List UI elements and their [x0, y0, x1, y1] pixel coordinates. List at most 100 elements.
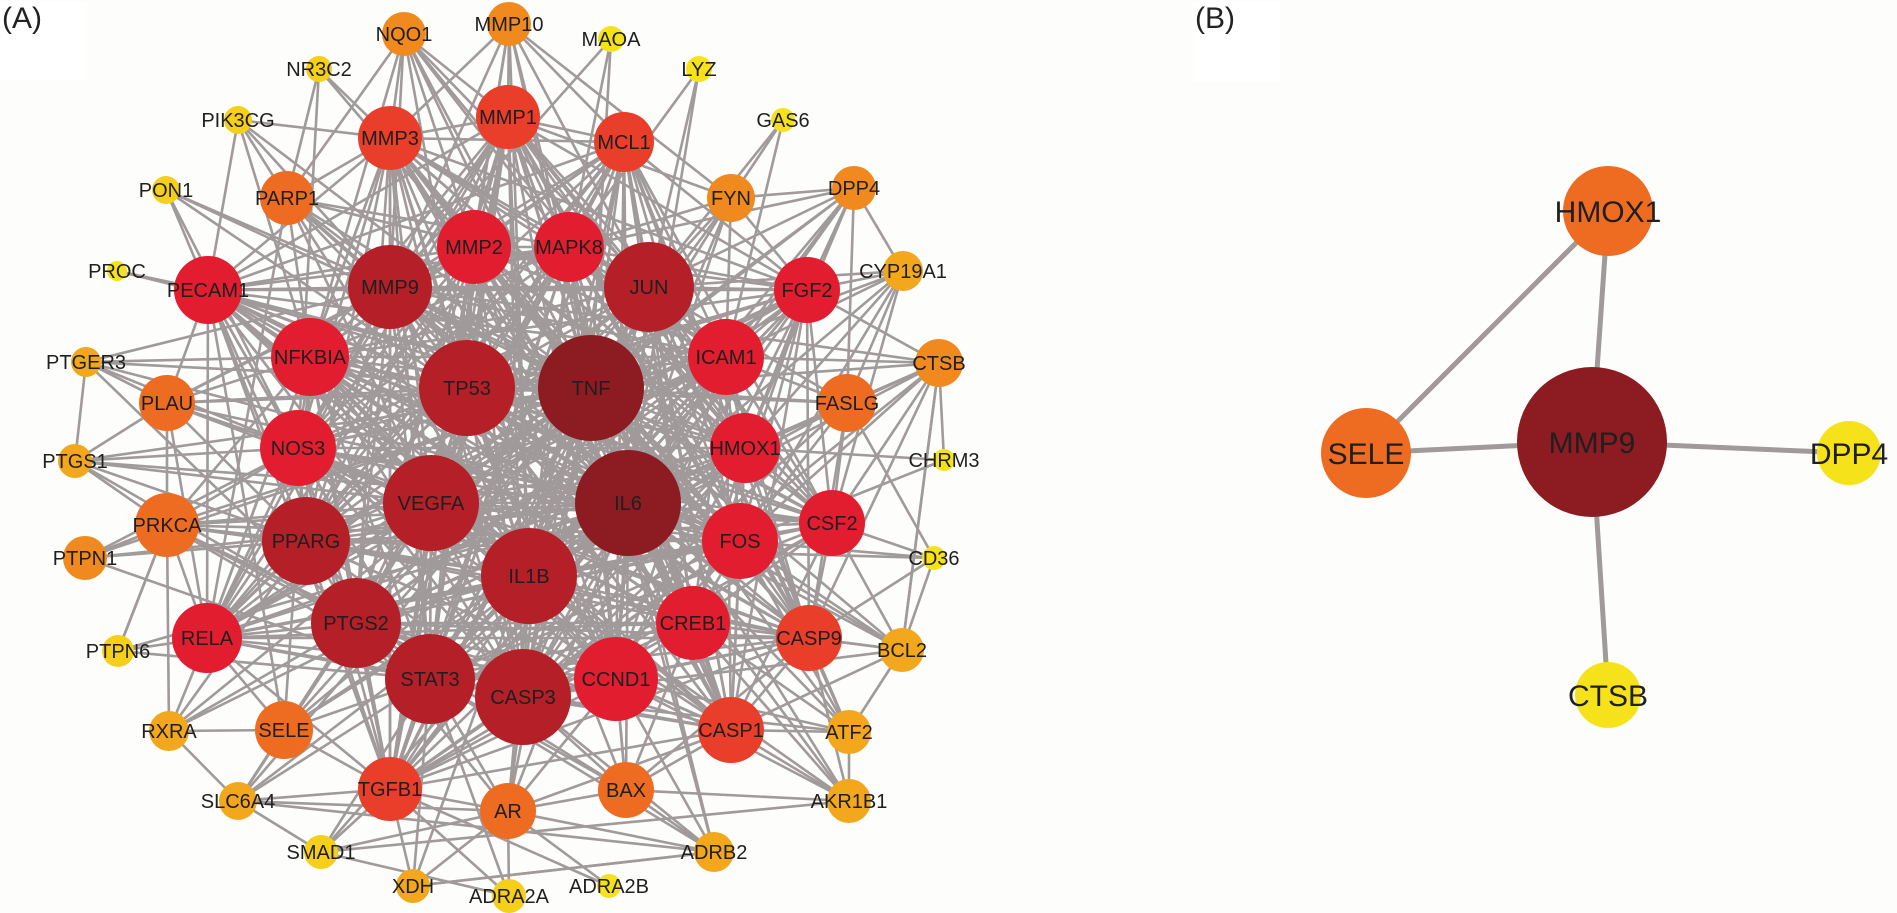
panel-a-node-proc[interactable]: PROC: [88, 261, 146, 283]
panel-a-node-casp1[interactable]: CASP1: [698, 697, 764, 763]
edge-xdh-adrb2: [412, 850, 715, 888]
node-circle: [396, 869, 430, 903]
panel-a-node-icam1[interactable]: ICAM1: [688, 319, 764, 395]
panel-a-node-nos3[interactable]: NOS3: [260, 410, 336, 486]
panel-a-node-mmp2[interactable]: MMP2: [437, 210, 511, 284]
node-label: PLAU: [141, 393, 193, 415]
panel-a-node-adrb2[interactable]: ADRB2: [681, 832, 748, 872]
panel-a-node-ptpn6[interactable]: PTPN6: [86, 635, 150, 667]
node-circle: [915, 339, 963, 387]
panel-a-node-mmp1[interactable]: MMP1: [476, 85, 540, 149]
node-label: HMOX1: [709, 438, 780, 460]
node-label: CSF2: [806, 513, 857, 535]
panel-a-node-ptgs2[interactable]: PTGS2: [311, 578, 401, 668]
node-label: ATF2: [825, 722, 872, 744]
edge-rxra-prkca: [165, 524, 171, 732]
panel-a-node-tnf[interactable]: TNF: [538, 335, 644, 441]
panel-a-node-jun[interactable]: JUN: [604, 242, 694, 332]
edge-mmp10-mmp9: [388, 23, 511, 288]
node-circle: [255, 701, 313, 759]
panel-a-node-ptpn1[interactable]: PTPN1: [53, 536, 117, 580]
panel-b-node-ctsb[interactable]: CTSB: [1568, 662, 1648, 728]
panel-a-node-gas6[interactable]: GAS6: [756, 108, 810, 132]
edge-sele-tnf: [283, 387, 592, 731]
node-label: NQO1: [376, 24, 433, 46]
panel-b-node-sele[interactable]: SELE: [1321, 408, 1411, 498]
edge-nqo1-jun: [403, 33, 650, 288]
node-circle: [149, 711, 189, 751]
panel-a-node-ar[interactable]: AR: [480, 783, 536, 839]
panel-a-node-pik3cg[interactable]: PIK3CG: [201, 106, 275, 134]
panel-a-node-sele[interactable]: SELE: [255, 701, 313, 759]
panel-b-node-dpp4[interactable]: DPP4: [1810, 421, 1888, 485]
panel-a-node-mmp9[interactable]: MMP9: [348, 245, 432, 329]
panel-a-node-hmox1[interactable]: HMOX1: [709, 413, 781, 483]
panel-a-node-adra2b[interactable]: ADRA2B: [569, 874, 649, 898]
edge-pon1-il6: [165, 188, 629, 505]
panel-a-node-dpp4[interactable]: DPP4: [828, 166, 880, 210]
panel-a-node-atf2[interactable]: ATF2: [825, 710, 873, 754]
panel-a-node-lyz[interactable]: LYZ: [681, 56, 717, 82]
panel-a-node-akr1b1[interactable]: AKR1B1: [811, 779, 888, 823]
panel-a-node-fos[interactable]: FOS: [702, 503, 778, 579]
panel-a-node-pecam1[interactable]: PECAM1: [167, 256, 249, 324]
panel-a-node-parp1[interactable]: PARP1: [255, 171, 319, 225]
node-circle: [260, 410, 336, 486]
node-circle: [382, 12, 426, 56]
panel-a-node-plau[interactable]: PLAU: [139, 375, 195, 431]
panel-a-node-chrm3[interactable]: CHRM3: [908, 449, 980, 472]
panel-a-node-pon1[interactable]: PON1: [139, 176, 193, 204]
edge-parp1-rela: [205, 197, 289, 639]
panel-a-node-mapk8[interactable]: MAPK8: [534, 212, 604, 282]
panel-a-node-ctsb[interactable]: CTSB: [912, 339, 966, 387]
edge-faslg-il1b: [528, 401, 848, 578]
panel-a-node-rela[interactable]: RELA: [172, 603, 242, 673]
panel-a-node-ptgs1[interactable]: PTGS1: [42, 444, 108, 478]
panel-a-node-ccnd1[interactable]: CCND1: [574, 637, 658, 721]
node-label: GAS6: [756, 110, 809, 132]
panel-a-node-xdh[interactable]: XDH: [392, 869, 434, 903]
edge-faslg-tp53: [466, 386, 848, 405]
panel-a-node-bcl2[interactable]: BCL2: [877, 628, 927, 672]
panel-a-node-mmp3[interactable]: MMP3: [358, 106, 422, 170]
panel-a-node-casp3[interactable]: CASP3: [475, 649, 571, 745]
panel-a-node-mmp10[interactable]: MMP10: [475, 2, 544, 46]
node-circle: [139, 375, 195, 431]
panel-a-node-smad1[interactable]: SMAD1: [287, 835, 356, 869]
panel-a-node-rxra[interactable]: RXRA: [141, 711, 197, 751]
edge-akr1b1-creb1: [692, 622, 850, 802]
panel-a-node-tp53[interactable]: TP53: [419, 340, 515, 436]
panel-a-node-stat3[interactable]: STAT3: [385, 634, 475, 724]
panel-a-node-prkca[interactable]: PRKCA: [133, 493, 203, 557]
panel-a-node-fyn[interactable]: FYN: [707, 174, 755, 222]
panel-a-node-mcl1[interactable]: MCL1: [594, 112, 654, 172]
node-circle: [487, 2, 531, 46]
panel-a-node-casp9[interactable]: CASP9: [776, 605, 842, 671]
panel-a-node-pparg[interactable]: PPARG: [262, 497, 350, 585]
panel-b-node-mmp9[interactable]: MMP9: [1517, 367, 1667, 517]
panel-a-node-ptger3[interactable]: PTGER3: [46, 347, 126, 377]
panel-a-node-bax[interactable]: BAX: [598, 762, 654, 818]
panel-a-node-nqo1[interactable]: NQO1: [376, 12, 433, 56]
panel-a-node-nfkbia[interactable]: NFKBIA: [271, 318, 349, 396]
panel-a-node-tgfb1[interactable]: TGFB1: [358, 757, 422, 821]
panel-a-node-fgf2[interactable]: FGF2: [774, 257, 840, 323]
panel-a-node-maoa[interactable]: MAOA: [582, 26, 642, 52]
panel-a-node-nr3c2[interactable]: NR3C2: [286, 56, 352, 82]
panel-a-node-cyp19a1[interactable]: CYP19A1: [859, 251, 947, 291]
node-circle: [475, 649, 571, 745]
panel-a-node-il1b[interactable]: IL1B: [481, 528, 577, 624]
panel-a-node-csf2[interactable]: CSF2: [799, 490, 865, 556]
panel-a-node-faslg[interactable]: FASLG: [815, 374, 879, 432]
panel-a-node-creb1[interactable]: CREB1: [656, 586, 730, 660]
edge-ctsb-tnf: [590, 361, 940, 390]
node-circle: [594, 112, 654, 172]
panel-a-node-adra2a[interactable]: ADRA2A: [469, 879, 550, 913]
panel-a-node-slc6a4[interactable]: SLC6A4: [201, 782, 276, 820]
panel-a-node-cd36[interactable]: CD36: [908, 546, 960, 570]
panel-b-node-hmox1[interactable]: HMOX1: [1555, 166, 1662, 256]
panel-a-node-il6[interactable]: IL6: [575, 450, 681, 556]
node-label: CASP3: [490, 687, 556, 709]
node-circle: [419, 340, 515, 436]
panel-a-node-vegfa[interactable]: VEGFA: [383, 455, 479, 551]
